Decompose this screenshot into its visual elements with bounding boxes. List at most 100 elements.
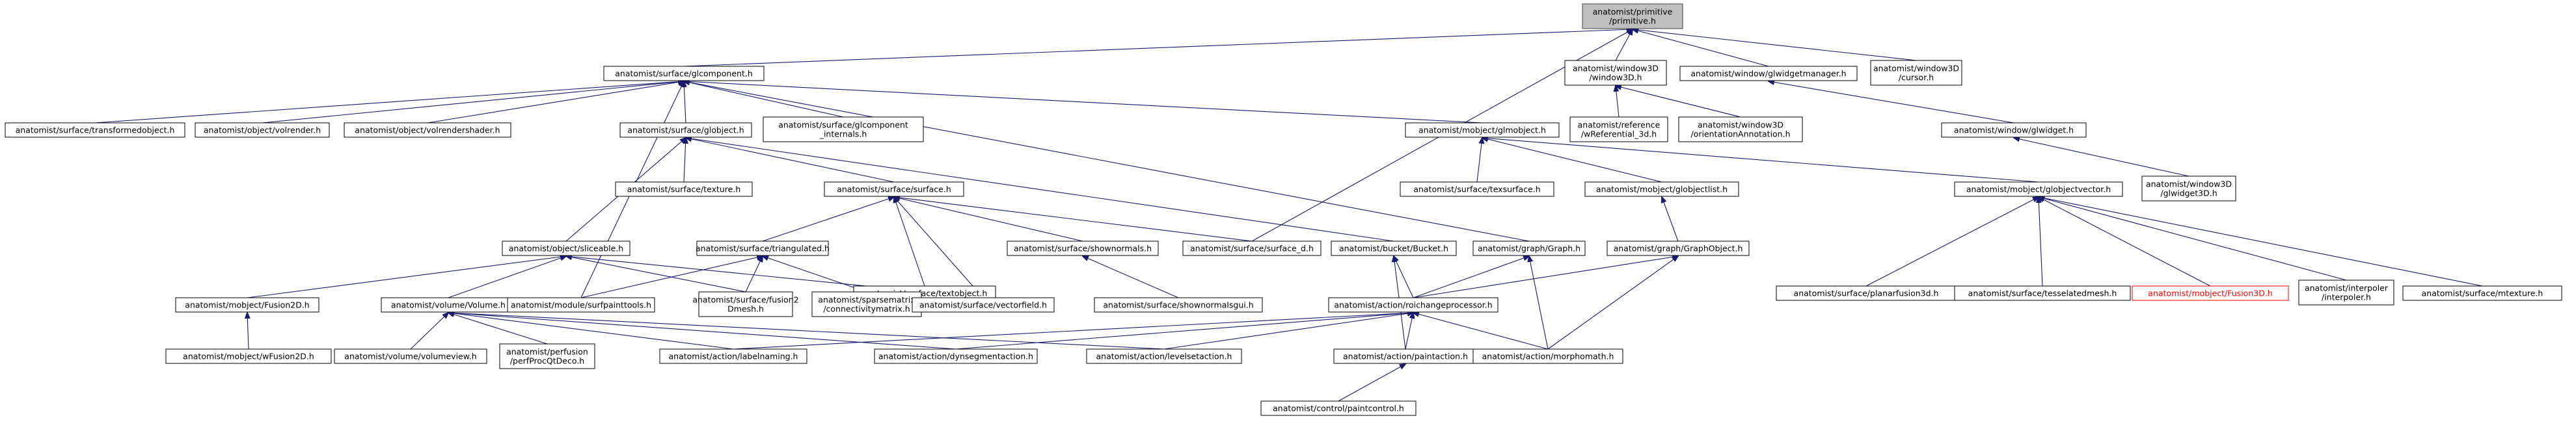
node-shownormals[interactable]: anatomist/surface/shownormals.h <box>1007 241 1159 256</box>
node-dynsegmentaction[interactable]: anatomist/action/dynsegmentaction.h <box>874 348 1038 364</box>
edge-triangulated-to-fusion2dmesh <box>745 256 763 293</box>
node-label-mtexture: anatomist/surface/mtexture.h <box>2422 289 2543 298</box>
node-label-glcomponent_internals-line1: anatomist/surface/glcomponent <box>778 120 908 130</box>
edge-glcomponent-to-volrendershader <box>427 81 684 124</box>
node-label-cursor-line2: /cursor.h <box>1899 73 1934 83</box>
node-box-mtexture <box>2402 285 2562 301</box>
node-label-globjectvector: anatomist/mobject/globjectvector.h <box>1966 185 2111 194</box>
node-fusion3d[interactable]: anatomist/mobject/Fusion3D.h <box>2132 285 2289 301</box>
node-mtexture[interactable]: anatomist/surface/mtexture.h <box>2402 285 2562 301</box>
node-label-glmobject: anatomist/mobject/glmobject.h <box>1418 125 1546 135</box>
node-paintcontrol[interactable]: anatomist/control/paintcontrol.h <box>1260 400 1417 416</box>
node-box-volrendershader <box>344 122 511 138</box>
node-planarfusion3d[interactable]: anatomist/surface/planarfusion3d.h <box>1776 285 1957 301</box>
node-globject[interactable]: anatomist/surface/globject.h <box>619 122 752 138</box>
node-vectorfield[interactable]: anatomist/surface/vectorfield.h <box>912 297 1055 313</box>
edge-bucket-to-roichangeprocessor <box>1394 256 1414 298</box>
edge-triangulated-to-connectivitymatrix <box>763 256 867 293</box>
edge-surface-to-shownormals <box>894 197 1083 242</box>
node-cursor[interactable]: anatomist/window3D/cursor.h <box>1870 60 1962 86</box>
node-wfusion2d[interactable]: anatomist/mobject/wFusion2D.h <box>165 348 332 364</box>
node-volumeview[interactable]: anatomist/volume/volumeview.h <box>334 348 487 364</box>
edge-fusion2d-to-wfusion2d <box>247 313 249 350</box>
node-paintaction[interactable]: anatomist/action/paintaction.h <box>1333 348 1478 364</box>
node-labelnaming[interactable]: anatomist/action/labelnaming.h <box>659 348 807 364</box>
node-box-globjectlist <box>1584 181 1739 197</box>
node-label-dynsegmentaction: anatomist/action/dynsegmentaction.h <box>878 352 1033 361</box>
node-bucket[interactable]: anatomist/bucket/Bucket.h <box>1331 241 1457 256</box>
node-graphobject[interactable]: anatomist/graph/GraphObject.h <box>1607 241 1750 256</box>
node-glmobject[interactable]: anatomist/mobject/glmobject.h <box>1405 122 1560 138</box>
edge-roichangeprocessor-to-labelnaming <box>733 313 1413 350</box>
node-connectivitymatrix[interactable]: anatomist/sparsematrix/connectivitymatri… <box>811 291 922 317</box>
node-box-fusion2dmesh <box>698 291 793 317</box>
node-fusion2d[interactable]: anatomist/mobject/Fusion2D.h <box>175 297 319 313</box>
node-label-connectivitymatrix-line2: /connectivitymatrix.h <box>823 304 910 314</box>
node-morphomath[interactable]: anatomist/action/morphomath.h <box>1472 348 1623 364</box>
node-glwidget3d[interactable]: anatomist/window3D/glwidget3D.h <box>2141 176 2236 202</box>
node-label-wreferential-line2: /wReferential_3d.h <box>1581 129 1657 139</box>
node-box-vectorfield <box>912 297 1055 313</box>
node-label-glcomponent: anatomist/surface/glcomponent.h <box>615 69 753 79</box>
edge-glmobject-to-globjectlist <box>1482 138 1662 183</box>
node-box-wreferential <box>1569 116 1668 142</box>
node-label-globjectlist: anatomist/mobject/globjectlist.h <box>1596 185 1728 194</box>
node-label-glwidgetmanager: anatomist/window/glwidgetmanager.h <box>1690 69 1846 79</box>
edge-triangulated-to-surfpainttools <box>580 256 763 298</box>
node-tesselatedmesh[interactable]: anatomist/surface/tesselatedmesh.h <box>1954 285 2131 301</box>
node-label-volrender: anatomist/object/volrender.h <box>204 125 321 135</box>
edge-graphobject-to-morphomath <box>1547 256 1678 350</box>
node-label-glcomponent_internals-line2: _internals.h <box>819 129 867 139</box>
edge-roichangeprocessor-to-dynsegmentaction <box>955 313 1413 350</box>
node-sliceable[interactable]: anatomist/object/sliceable.h <box>502 241 630 256</box>
node-texture[interactable]: anatomist/surface/texture.h <box>615 181 753 197</box>
node-label-vectorfield: anatomist/surface/vectorfield.h <box>919 300 1047 310</box>
node-glwidgetmanager[interactable]: anatomist/window/glwidgetmanager.h <box>1679 66 1858 81</box>
node-levelsetaction[interactable]: anatomist/action/levelsetaction.h <box>1086 348 1242 364</box>
node-box-surfpainttools <box>507 297 655 313</box>
edge-glwidgetmanager-to-glwidget <box>1769 81 2014 124</box>
node-label-glwidget3d-line2: /glwidget3D.h <box>2160 189 2217 198</box>
node-label-orientationannotation-line2: /orientationAnnotation.h <box>1690 129 1790 139</box>
node-volrender[interactable]: anatomist/object/volrender.h <box>195 122 330 138</box>
node-volrendershader[interactable]: anatomist/object/volrendershader.h <box>344 122 511 138</box>
node-roichangeprocessor[interactable]: anatomist/action/roichangeprocessor.h <box>1328 297 1498 313</box>
node-interpoler[interactable]: anatomist/interpoler/interpoler.h <box>2298 280 2394 306</box>
node-wreferential[interactable]: anatomist/reference/wReferential_3d.h <box>1569 116 1668 142</box>
node-primitive[interactable]: anatomist/primitive/primitive.h <box>1582 3 1683 29</box>
node-graph[interactable]: anatomist/graph/Graph.h <box>1472 241 1586 256</box>
node-transformedobject[interactable]: anatomist/surface/transformedobject.h <box>5 122 185 138</box>
node-texsurface[interactable]: anatomist/surface/texsurface.h <box>1400 181 1554 197</box>
node-volume[interactable]: anatomist/volume/Volume.h <box>381 297 516 313</box>
node-box-shownormals <box>1007 241 1159 256</box>
edge-globjectvector-to-mtexture <box>2039 197 2483 287</box>
node-label-interpoler-line1: anatomist/interpoler <box>2305 283 2389 293</box>
node-label-sliceable: anatomist/object/sliceable.h <box>509 244 623 254</box>
node-label-glwidget3d-line1: anatomist/window3D <box>2146 179 2232 189</box>
node-orientationannotation[interactable]: anatomist/window3D/orientationAnnotation… <box>1678 116 1803 142</box>
node-surfpainttools[interactable]: anatomist/module/surfpainttools.h <box>507 297 655 313</box>
node-box-wfusion2d <box>165 348 332 364</box>
edge-globjectvector-to-interpoler <box>2039 197 2347 281</box>
node-box-texsurface <box>1400 181 1554 197</box>
node-perfprocqtdeco[interactable]: anatomist/perfusion/perfProcQtDeco.h <box>499 343 595 369</box>
node-label-wreferential-line1: anatomist/reference <box>1578 120 1661 130</box>
node-globjectlist[interactable]: anatomist/mobject/globjectlist.h <box>1584 181 1739 197</box>
node-glcomponent_internals[interactable]: anatomist/surface/glcomponent_internals.… <box>763 116 924 142</box>
node-triangulated[interactable]: anatomist/surface/triangulated.h <box>696 241 830 256</box>
node-shownormalsgui[interactable]: anatomist/surface/shownormalsgui.h <box>1094 297 1263 313</box>
edge-glmobject-to-texsurface <box>1476 138 1482 183</box>
node-globjectvector[interactable]: anatomist/mobject/globjectvector.h <box>1954 181 2123 197</box>
node-glcomponent[interactable]: anatomist/surface/glcomponent.h <box>603 66 765 81</box>
node-surface_d[interactable]: anatomist/surface/surface_d.h <box>1182 241 1322 256</box>
node-glwidget[interactable]: anatomist/window/glwidget.h <box>1941 122 2087 138</box>
node-surface[interactable]: anatomist/surface/surface.h <box>824 181 964 197</box>
node-label-fusion2dmesh-line2: Dmesh.h <box>727 304 764 314</box>
node-label-surfpainttools: anatomist/module/surfpainttools.h <box>511 300 651 310</box>
node-window3d[interactable]: anatomist/window3D/window3D.h <box>1564 60 1667 86</box>
node-box-morphomath <box>1472 348 1623 364</box>
node-label-window3d-line2: /window3D.h <box>1589 73 1642 83</box>
node-label-surface: anatomist/surface/surface.h <box>837 185 951 194</box>
node-label-connectivitymatrix-line1: anatomist/sparsematrix <box>818 295 915 305</box>
